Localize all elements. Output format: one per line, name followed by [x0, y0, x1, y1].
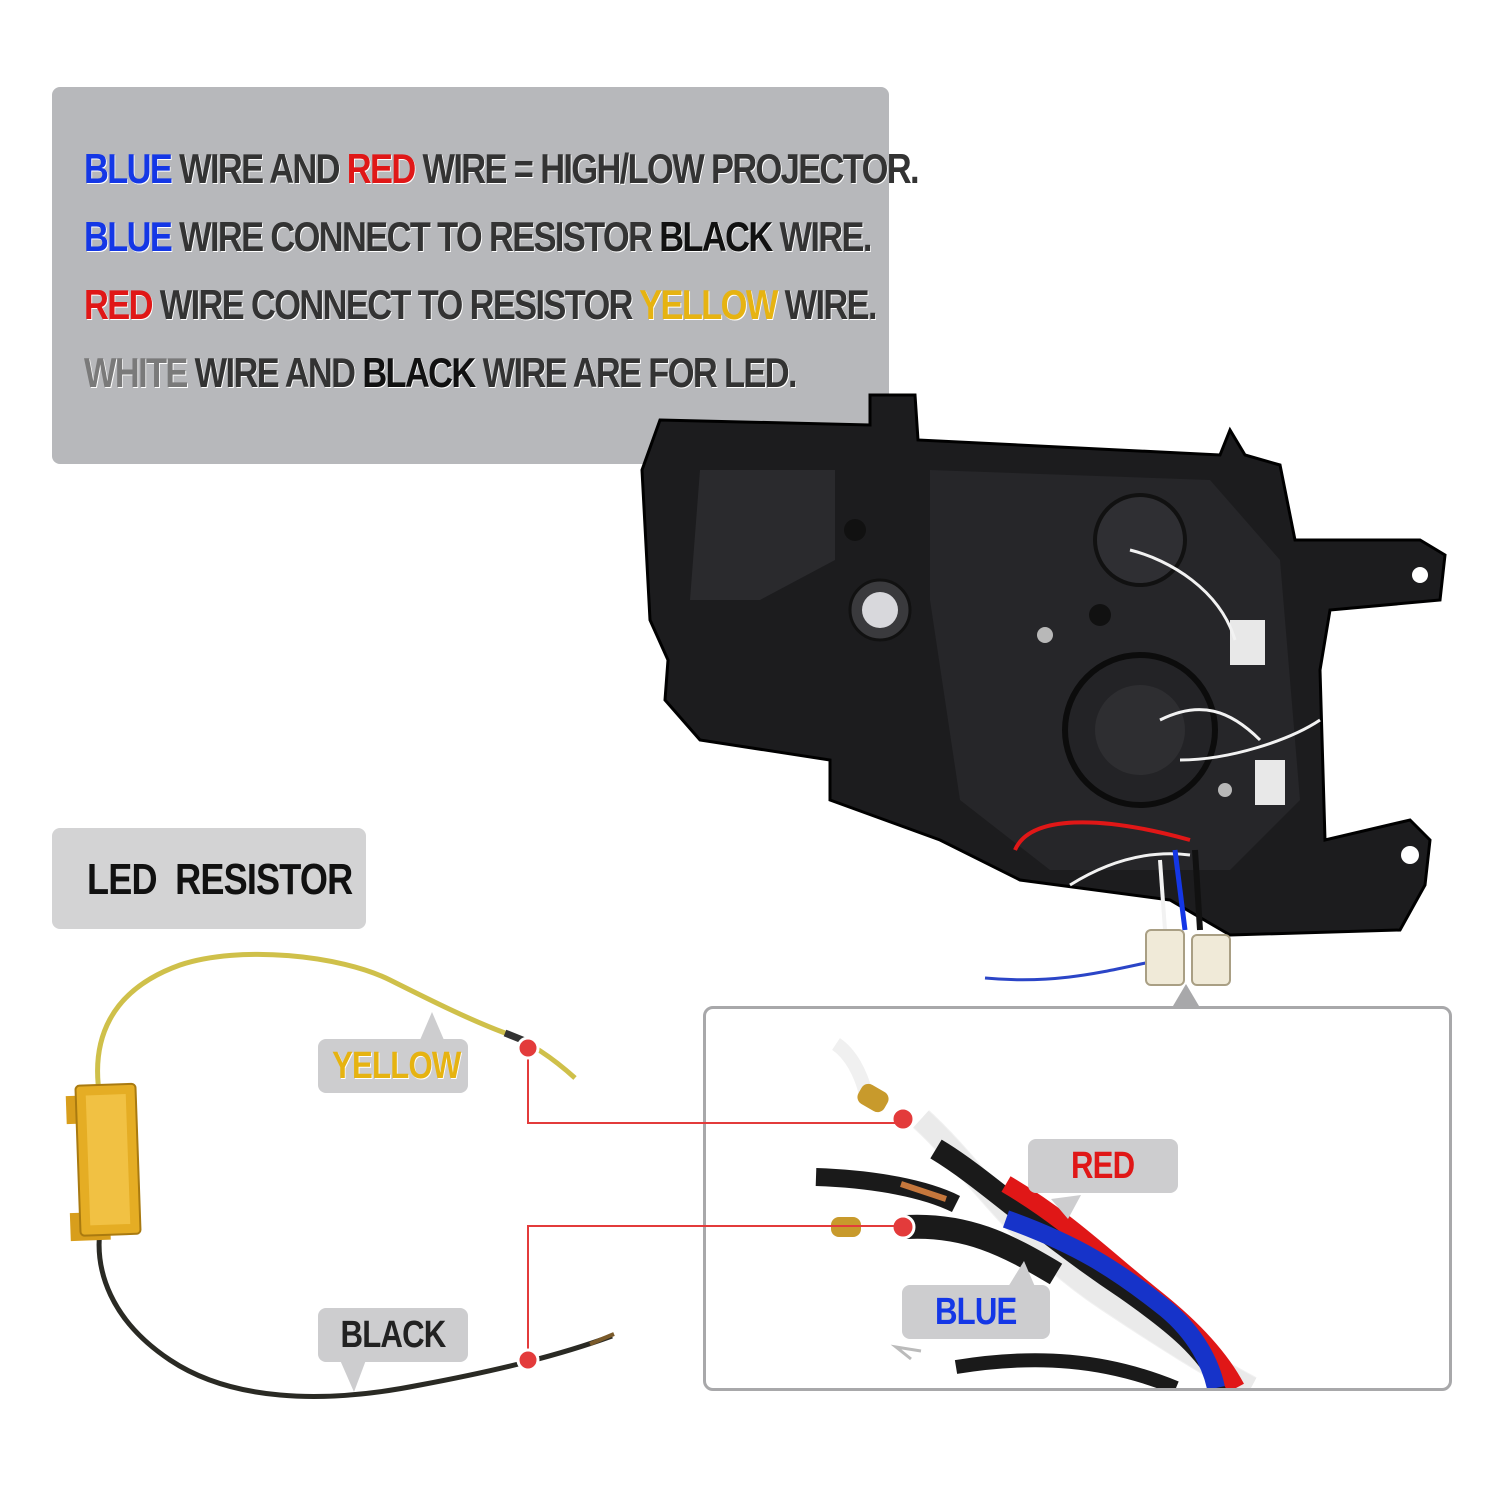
- connector-line-black-blue: [527, 1225, 900, 1360]
- line-text: WIRE AND: [186, 349, 363, 396]
- red-word: RED: [346, 145, 416, 192]
- black-label-text: BLACK: [340, 1314, 447, 1356]
- line-text: WIRE.: [776, 281, 878, 328]
- line-text: WIRE CONNECT TO RESISTOR: [171, 213, 660, 260]
- instruction-line-4: WHITE WIRE AND BLACK WIRE ARE FOR LED.: [84, 349, 798, 397]
- instruction-line-2: BLUE WIRE CONNECT TO RESISTOR BLACK WIRE…: [84, 213, 872, 261]
- line-text: WIRE AND: [171, 145, 347, 192]
- blue-label-text: BLUE: [935, 1291, 1017, 1333]
- line-text: WIRE ARE FOR LED.: [474, 349, 798, 396]
- blue-word: BLUE: [84, 213, 173, 260]
- yellow-wire-label: YELLOW: [318, 1039, 468, 1093]
- blue-wire-label: BLUE: [902, 1285, 1050, 1339]
- black-word: BLACK: [362, 349, 476, 396]
- yellow-label-text: YELLOW: [332, 1045, 461, 1087]
- resistor-title-text: LED RESISTOR: [87, 855, 353, 904]
- led-resistor-title: LED RESISTOR: [52, 828, 366, 929]
- line-text: WIRE CONNECT TO RESISTOR: [151, 281, 640, 328]
- red-word: RED: [84, 281, 153, 328]
- blue-word: BLUE: [84, 145, 173, 192]
- yellow-word: YELLOW: [639, 281, 778, 328]
- wire-closeup-inset: [703, 1006, 1452, 1391]
- connector-line-yellow-red: [527, 1048, 900, 1124]
- black-wire-label: BLACK: [318, 1308, 468, 1362]
- line-text: WIRE = HIGH/LOW PROJECTOR.: [414, 145, 919, 192]
- wire-closeup-illustration: [815, 1038, 1257, 1388]
- red-wire-label: RED: [1028, 1139, 1178, 1193]
- line-text: WIRE.: [771, 213, 872, 260]
- instruction-line-3: RED WIRE CONNECT TO RESISTOR YELLOW WIRE…: [84, 281, 878, 329]
- white-word: WHITE: [84, 349, 188, 396]
- black-word: BLACK: [659, 213, 773, 260]
- instruction-line-1: BLUE WIRE AND RED WIRE = HIGH/LOW PROJEC…: [84, 145, 920, 193]
- red-label-text: RED: [1071, 1145, 1135, 1187]
- instructions-panel: [52, 87, 889, 464]
